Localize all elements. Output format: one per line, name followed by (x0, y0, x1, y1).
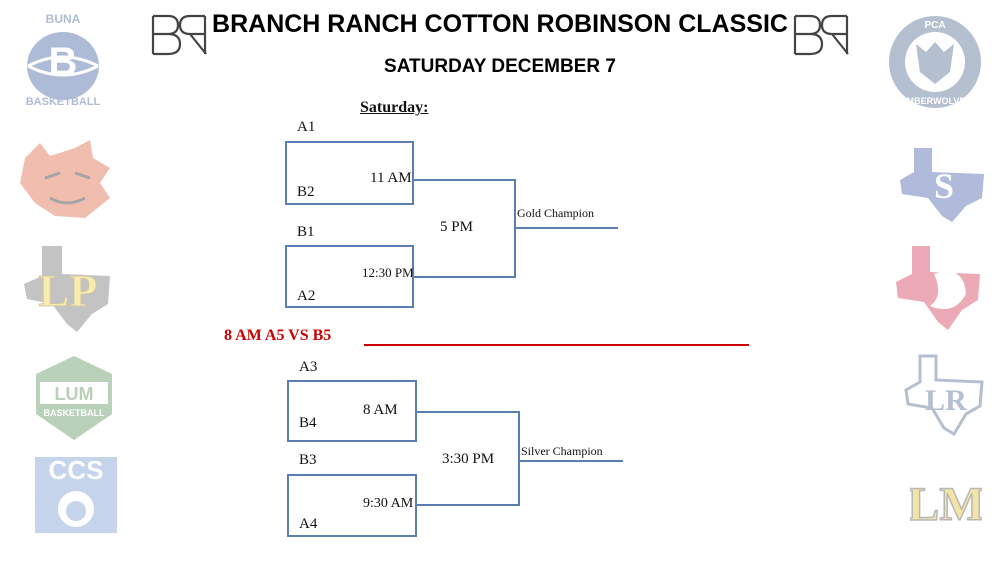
gold-game1-time: 11 AM (370, 170, 412, 186)
branch-ranch-brand-icon-left (151, 14, 207, 56)
gold-game1-top-team: A1 (297, 119, 316, 135)
svg-text:S: S (934, 166, 954, 206)
silver-game1-bottom-team: B4 (299, 415, 317, 431)
lr-texas-logo: LR (904, 354, 984, 436)
svg-text:PCA: PCA (924, 20, 945, 31)
buna-basketball-logo: BUNA B BASKETBALL (18, 12, 108, 112)
lm-logo: LM (910, 477, 982, 532)
ccs-letters: CCS (48, 455, 104, 485)
silver-final-time: 3:30 PM (442, 451, 495, 467)
silver-connector-vertical (518, 411, 520, 506)
svg-text:BASKETBALL: BASKETBALL (44, 408, 105, 418)
gold-game1-bottom-team: B2 (297, 184, 315, 200)
pca-timberwolves-logo: PCA TIMBERWOLVES (889, 16, 981, 108)
s-texas-logo: S (900, 148, 984, 222)
ccs-lion-logo: CCS (35, 455, 117, 533)
gold-connector-bottom (412, 276, 516, 278)
saturday-label: Saturday: (360, 99, 429, 116)
silver-game2-bottom-team: A4 (299, 516, 318, 532)
silver-connector-top (415, 411, 520, 413)
gold-champion-label: Gold Champion (517, 206, 594, 220)
gold-final-time: 5 PM (440, 219, 473, 235)
silver-champion-line (518, 460, 623, 462)
silver-game1-top-team: A3 (299, 359, 318, 375)
silver-game1-time: 8 AM (363, 402, 398, 418)
silver-connector-bottom (415, 504, 520, 506)
gold-game2-bottom-team: A2 (297, 288, 316, 304)
gold-game1-box (285, 141, 414, 205)
lum-basketball-logo: LUM BASKETBALL (36, 356, 112, 440)
lp-texas-logo: LP (24, 246, 110, 332)
silver-game2-top-team: B3 (299, 452, 317, 468)
svg-text:LR: LR (925, 384, 967, 417)
svg-text:TIMBERWOLVES: TIMBERWOLVES (899, 96, 972, 106)
spartan-texas-logo (896, 246, 980, 330)
silver-champion-label: Silver Champion (521, 444, 603, 458)
consolation-line (364, 344, 749, 346)
svg-text:LUM: LUM (55, 384, 94, 404)
consolation-game-label: 8 AM A5 VS B5 (224, 327, 332, 344)
gold-game2-time: 12:30 PM (362, 265, 414, 280)
svg-text:LM: LM (910, 478, 982, 531)
gold-champion-line (514, 227, 618, 229)
wildcat-logo (20, 140, 110, 218)
buna-top-text: BUNA (45, 12, 81, 26)
tournament-date: SATURDAY DECEMBER 7 (384, 56, 616, 77)
buna-bottom-text: BASKETBALL (25, 96, 101, 108)
tournament-title: BRANCH RANCH COTTON ROBINSON CLASSIC (212, 10, 788, 38)
gold-game2-top-team: B1 (297, 224, 315, 240)
gold-connector-top (412, 179, 516, 181)
silver-game2-time: 9:30 AM (363, 496, 414, 511)
svg-text:LP: LP (39, 265, 98, 316)
branch-ranch-brand-icon-right (793, 14, 849, 56)
buna-letter: B (48, 40, 78, 84)
